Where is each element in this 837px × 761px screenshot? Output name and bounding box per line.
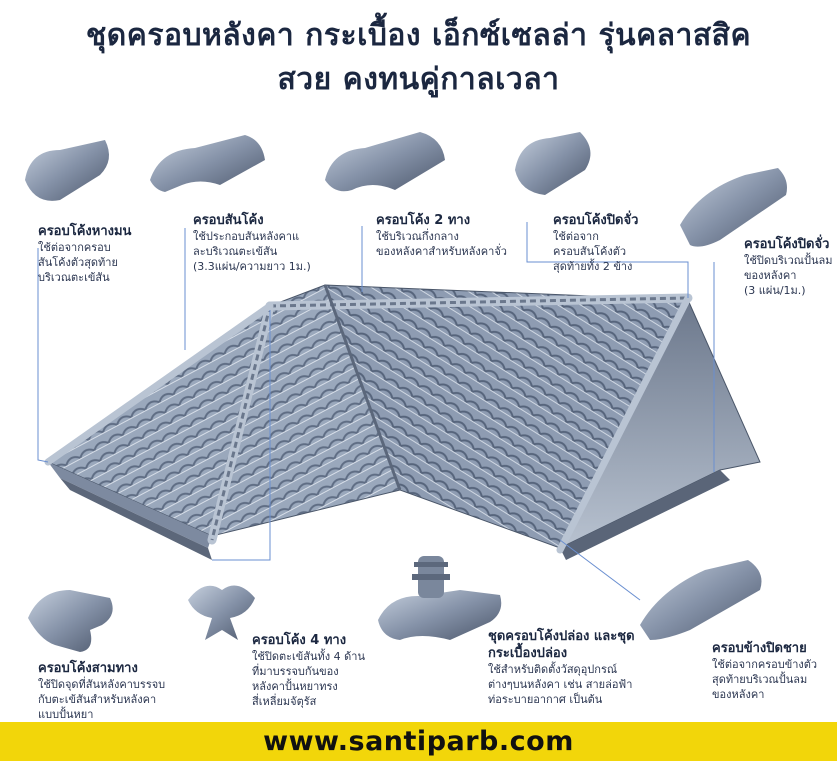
label-title: ชุดครอบโค้งปล่อง และชุด [488,629,635,644]
label-title: ครอบสันโค้ง [193,213,264,228]
piece-three-way-icon [28,590,113,652]
label-three-way: ครอบโค้งสามทาง ใช้ปิดจุดที่สันหลังคาบรรจ… [38,660,188,722]
label-title: ครอบโค้ง 2 ทาง [376,213,471,228]
piece-ridge-icon [150,135,265,192]
label-verge: ครอบโค้งปิดจั่ว ใช้ปิดบริเวณปั้นลม ของหล… [744,236,836,298]
label-title: ครอบข้างปิดชาย [712,641,807,656]
piece-gable-end-icon [515,132,591,195]
label-two-way: ครอบโค้ง 2 ทาง ใช้บริเวณกึ่งกลาง ของหลัง… [376,212,526,259]
page-title-line2: สวย คงทนคู่กาลเวลา [277,62,560,97]
label-title: ครอบโค้งปิดจั่ว [744,237,830,252]
page-title-line1: ชุดครอบหลังคา กระเบื้อง เอ็กซ์เซลล่า รุ่… [85,18,752,53]
piece-chimney-icon [378,556,502,640]
footer-url[interactable]: www.santiparb.com [263,726,574,757]
label-title: ครอบโค้งสามทาง [38,661,138,676]
piece-verge-icon [680,168,787,247]
label-gable-end: ครอบโค้งปิดจั่ว ใช้ต่อจาก ครอบสันโค้งตัว… [553,212,673,274]
valley [323,284,402,491]
gable-verge [556,294,692,554]
main-ridge [265,293,693,311]
roof-left-front [48,462,212,548]
label-four-way: ครอบโค้ง 4 ทาง ใช้ปิดตะเข้สันทั้ง 4 ด้าน… [252,632,402,709]
gable-eave [560,470,730,560]
roof-left-eave [60,478,212,560]
label-round-end: ครอบโค้งหางมน ใช้ต่อจากครอบ สันโค้งตัวสุ… [38,223,178,285]
label-side-verge: ครอบข้างปิดชาย ใช้ต่อจากครอบข้างตัว สุดท… [712,640,836,702]
piece-two-way-icon [325,132,445,192]
label-title: ครอบโค้ง 4 ทาง [252,633,347,648]
label-ridge: ครอบสันโค้ง ใช้ประกอบสันหลังคาแ ละบริเวณ… [193,212,343,274]
label-title-2: กระเบื้องปล่อง [488,646,568,661]
label-title: ครอบโค้งหางมน [38,224,132,239]
piece-side-verge-icon [640,560,762,640]
piece-four-way-icon [188,585,255,640]
piece-round-end-icon [25,140,109,201]
label-title: ครอบโค้งปิดจั่ว [553,213,639,228]
footer-url-bar[interactable]: www.santiparb.com [0,722,837,761]
label-chimney: ชุดครอบโค้งปล่อง และชุด กระเบื้องปล่อง ใ… [488,628,668,707]
